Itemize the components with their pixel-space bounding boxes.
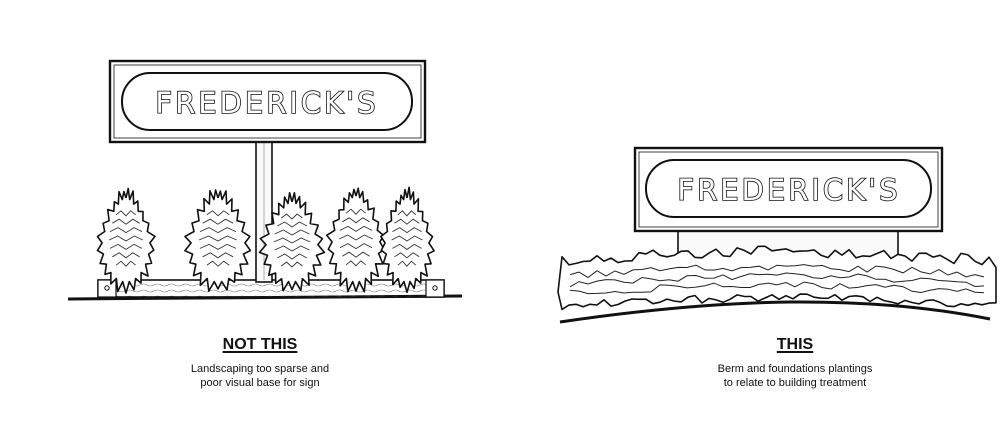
- caption-title-this: THIS: [680, 336, 910, 354]
- caption-line: Landscaping too sparse and: [150, 362, 370, 376]
- shrub: [98, 189, 156, 294]
- this-illustration: FREDERICK'S: [558, 148, 996, 322]
- caption-body-not-this: Landscaping too sparse and poor visual b…: [150, 362, 370, 390]
- caption-body-this: Berm and foundations plantings to relate…: [680, 362, 910, 390]
- not-this-illustration: FREDERICK'S: [68, 61, 462, 299]
- sign-board-this: FREDERICK'S: [635, 148, 942, 231]
- caption-line: Berm and foundations plantings: [680, 362, 910, 376]
- shrub: [327, 188, 385, 291]
- caption-this: THIS Berm and foundations plantings to r…: [680, 336, 910, 390]
- caption-line: to relate to building treatment: [680, 376, 910, 390]
- caption-title-not-this: NOT THIS: [150, 336, 370, 354]
- sign-text-not-this: FREDERICK'S: [155, 86, 378, 120]
- berm-ground-line: [560, 302, 990, 322]
- shrub: [185, 190, 251, 291]
- shrub: [381, 187, 434, 292]
- berm-plantings: [558, 246, 996, 309]
- sign-text-this: FREDERICK'S: [677, 173, 900, 207]
- berm-planting-mass: [558, 246, 996, 309]
- caption-line: poor visual base for sign: [150, 376, 370, 390]
- caption-not-this: NOT THIS Landscaping too sparse and poor…: [150, 336, 370, 390]
- sign-board-not-this: FREDERICK'S: [110, 61, 425, 142]
